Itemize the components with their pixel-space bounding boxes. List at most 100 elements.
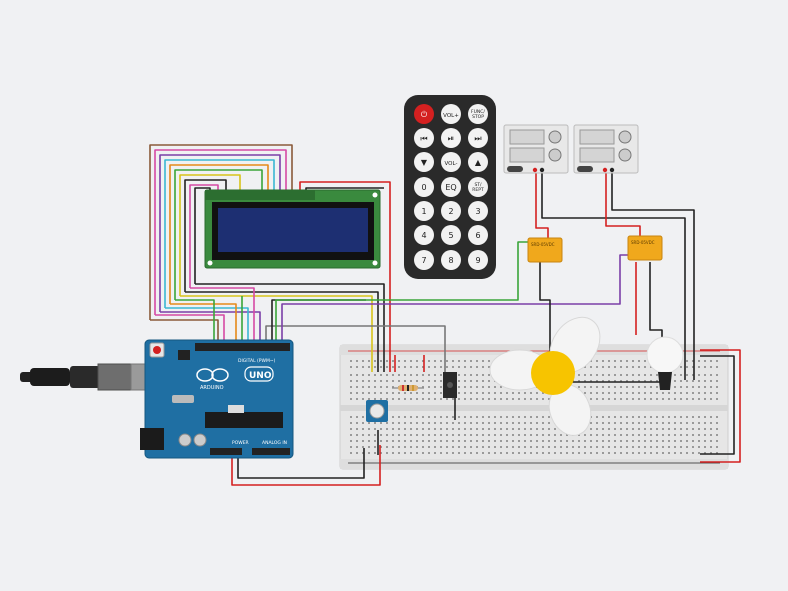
remote-button-12[interactable]: 1 xyxy=(414,201,434,221)
breadboard-hole xyxy=(422,434,424,436)
remote-button-16[interactable]: 5 xyxy=(441,225,461,245)
remote-button-1[interactable]: VOL+ xyxy=(441,104,461,124)
remote-button-14[interactable]: 3 xyxy=(468,201,488,221)
breadboard-hole xyxy=(404,434,406,436)
breadboard-hole xyxy=(632,446,634,448)
remote-button-11[interactable]: ST/REPT xyxy=(468,177,488,197)
remote-button-9[interactable]: 0 xyxy=(414,177,434,197)
wire-red-lcd xyxy=(299,181,391,372)
breadboard-hole xyxy=(632,440,634,442)
breadboard-hole xyxy=(428,380,430,382)
remote-button-shape xyxy=(468,225,488,245)
breadboard-hole xyxy=(470,434,472,436)
breadboard-hole xyxy=(698,416,700,418)
remote-button-8[interactable]: ▲ xyxy=(468,152,488,172)
breadboard-hole xyxy=(614,380,616,382)
relay-1-label: SRD-05VDC xyxy=(531,242,555,247)
breadboard-hole xyxy=(536,440,538,442)
remote-button-10[interactable]: EQ xyxy=(441,177,461,197)
wire-yellow xyxy=(179,174,241,296)
breadboard-hole xyxy=(506,392,508,394)
breadboard-hole xyxy=(530,398,532,400)
breadboard-hole xyxy=(380,446,382,448)
lcd-display[interactable] xyxy=(204,189,381,269)
remote-button-0[interactable]: ⏻ xyxy=(414,104,434,124)
breadboard-hole xyxy=(416,434,418,436)
breadboard-hole xyxy=(536,422,538,424)
breadboard-hole xyxy=(680,440,682,442)
power-supply-2[interactable] xyxy=(573,124,639,174)
breadboard-hole xyxy=(446,422,448,424)
arduino-uno[interactable]: DIGITAL (PWM~) ARDUINO UNO POWER ANALOG … xyxy=(140,339,294,459)
remote-button-20[interactable]: 9 xyxy=(468,250,488,270)
remote-button-label: ST/ xyxy=(474,182,482,188)
breadboard-hole xyxy=(548,422,550,424)
breadboard-hole xyxy=(548,434,550,436)
breadboard-hole xyxy=(470,380,472,382)
relay-1[interactable]: SRD-05VDC xyxy=(527,237,563,263)
remote-button-5[interactable]: ⏭ xyxy=(468,128,488,148)
breadboard-hole xyxy=(632,386,634,388)
breadboard-hole xyxy=(536,446,538,448)
breadboard[interactable] xyxy=(339,344,729,470)
breadboard-hole xyxy=(614,416,616,418)
breadboard-hole xyxy=(422,416,424,418)
remote-button-2[interactable]: FUNC/STOP xyxy=(468,104,488,124)
breadboard-hole xyxy=(614,386,616,388)
dc-fan[interactable] xyxy=(489,308,610,441)
remote-button-13[interactable]: 2 xyxy=(441,201,461,221)
breadboard-hole xyxy=(608,434,610,436)
breadboard-hole xyxy=(380,366,382,368)
bulb[interactable] xyxy=(646,336,684,390)
breadboard-hole xyxy=(668,398,670,400)
breadboard-hole xyxy=(638,374,640,376)
breadboard-hole xyxy=(416,366,418,368)
breadboard-hole xyxy=(518,422,520,424)
wire-pink xyxy=(154,149,287,315)
remote-button-label: 5 xyxy=(448,231,453,240)
breadboard-hole xyxy=(398,380,400,382)
breadboard-hole xyxy=(500,398,502,400)
breadboard-hole xyxy=(422,366,424,368)
remote-button-17[interactable]: 6 xyxy=(468,225,488,245)
breadboard-hole xyxy=(482,446,484,448)
breadboard-hole xyxy=(434,366,436,368)
remote-button-3[interactable]: ⏮ xyxy=(414,128,434,148)
breadboard-hole xyxy=(392,366,394,368)
remote-button-6[interactable]: ▼ xyxy=(414,152,434,172)
breadboard-hole xyxy=(482,374,484,376)
push-button[interactable] xyxy=(443,372,457,398)
breadboard-hole xyxy=(494,398,496,400)
breadboard-hole xyxy=(374,428,376,430)
breadboard-hole xyxy=(680,392,682,394)
relay-2[interactable]: SRD-05VDC xyxy=(627,235,663,261)
breadboard-hole xyxy=(512,416,514,418)
breadboard-hole xyxy=(596,386,598,388)
power-supply-1[interactable] xyxy=(503,124,569,174)
potentiometer[interactable] xyxy=(366,400,388,422)
remote-button-4[interactable]: ⏯ xyxy=(441,128,461,148)
breadboard-hole xyxy=(386,398,388,400)
breadboard-hole xyxy=(488,398,490,400)
remote-button-18[interactable]: 7 xyxy=(414,250,434,270)
breadboard-hole xyxy=(380,434,382,436)
breadboard-hole xyxy=(710,380,712,382)
remote-button-7[interactable]: VOL- xyxy=(441,152,461,172)
breadboard-hole xyxy=(698,380,700,382)
breadboard-hole xyxy=(536,428,538,430)
breadboard-hole xyxy=(680,398,682,400)
breadboard-hole xyxy=(614,434,616,436)
breadboard-hole xyxy=(422,452,424,454)
breadboard-hole xyxy=(596,434,598,436)
breadboard-hole xyxy=(542,416,544,418)
breadboard-hole xyxy=(656,398,658,400)
breadboard-hole xyxy=(668,452,670,454)
breadboard-hole xyxy=(422,446,424,448)
breadboard-hole xyxy=(602,446,604,448)
breadboard-hole xyxy=(656,446,658,448)
resistor[interactable] xyxy=(392,385,424,391)
remote-button-15[interactable]: 4 xyxy=(414,225,434,245)
breadboard-hole xyxy=(716,392,718,394)
remote-button-19[interactable]: 8 xyxy=(441,250,461,270)
